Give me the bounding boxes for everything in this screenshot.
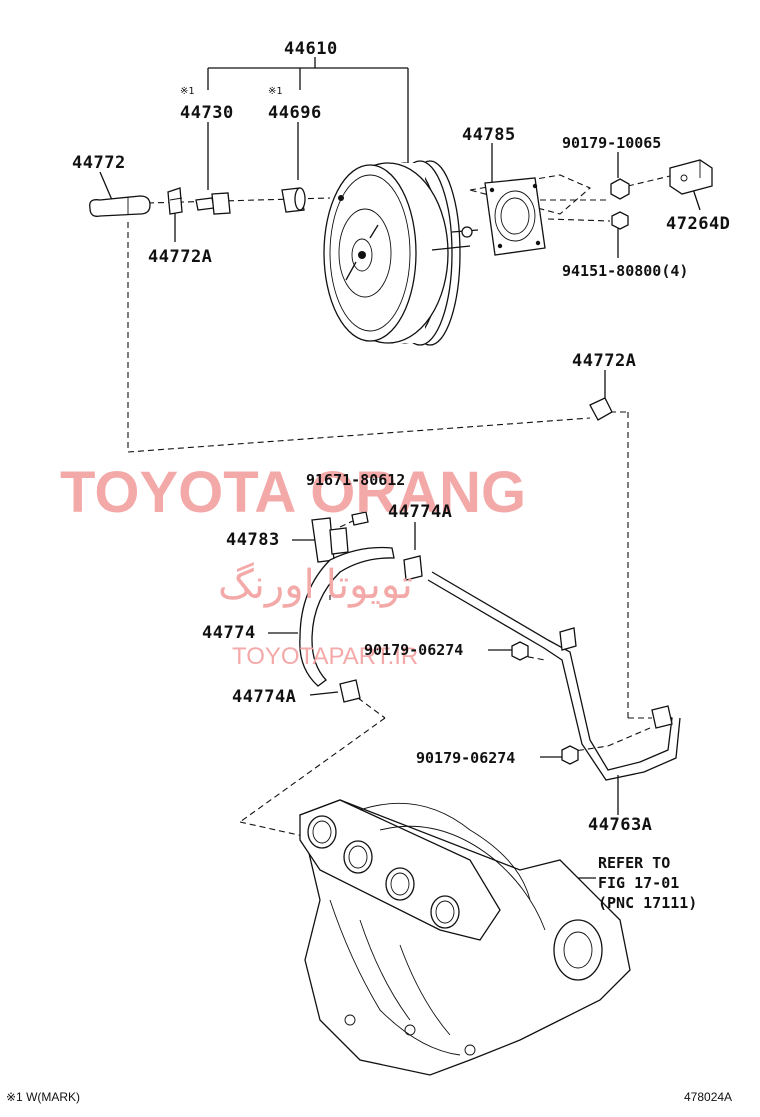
label-90179-06274-b: 90179-06274: [416, 749, 515, 767]
label-44763A: 44763A: [588, 815, 652, 835]
intake-manifold: [299, 799, 631, 1076]
refer-line-3: (PNC 17111): [598, 894, 697, 912]
label-44774: 44774: [202, 623, 256, 643]
label-90179-10065: 90179-10065: [562, 134, 661, 152]
label-44730: 44730: [180, 103, 234, 123]
label-44772A-top: 44772A: [148, 247, 212, 267]
hose-44772: [89, 195, 151, 217]
label-44696: 44696: [268, 103, 322, 123]
label-94151-80800: 94151-80800(4): [562, 262, 688, 280]
nut-90179-06274-a: [511, 641, 529, 661]
watermark-persian: تویوتا اورنگ: [218, 562, 413, 608]
label-44772: 44772: [72, 153, 126, 173]
clip-44772A-mid: [589, 397, 613, 421]
brake-booster: [323, 160, 479, 346]
label-44610: 44610: [284, 39, 338, 59]
label-47264D: 47264D: [666, 214, 730, 234]
footer-legend: ※1 W(MARK): [6, 1090, 80, 1104]
watermark-site: TOYOTAPART.IR: [232, 643, 418, 670]
label-91671-80612: 91671-80612: [306, 471, 405, 489]
label-44774A-top: 44774A: [388, 502, 452, 522]
pipe-44763A: [427, 571, 681, 781]
gasket-44785: [484, 177, 546, 256]
label-44783: 44783: [226, 530, 280, 550]
mark-44730: ※1: [180, 86, 194, 97]
footer-figure-id: 478024A: [684, 1090, 732, 1104]
clip-44772A-top: [167, 187, 183, 215]
nut-90179-06274-b: [561, 745, 579, 765]
label-90179-06274-a: 90179-06274: [364, 641, 463, 659]
nut-90179-10065: [610, 178, 630, 200]
label-44785: 44785: [462, 125, 516, 145]
nut-94151: [611, 211, 629, 230]
clip-44774A-top: [403, 555, 423, 581]
clip-44774A-bottom: [339, 679, 361, 703]
label-44772A-mid: 44772A: [572, 351, 636, 371]
refer-line-1: REFER TO: [598, 854, 670, 872]
label-44774A-bottom: 44774A: [232, 687, 296, 707]
watermark-brand: TOYOTA ORANG: [60, 460, 526, 525]
bolt-91671: [351, 511, 369, 526]
refer-line-2: FIG 17-01: [598, 874, 679, 892]
hose-44774: [299, 546, 395, 687]
mark-44696: ※1: [268, 86, 282, 97]
grommet-44696: [281, 187, 306, 213]
check-valve-44730: [195, 192, 231, 215]
clevis-47264D: [669, 159, 713, 195]
